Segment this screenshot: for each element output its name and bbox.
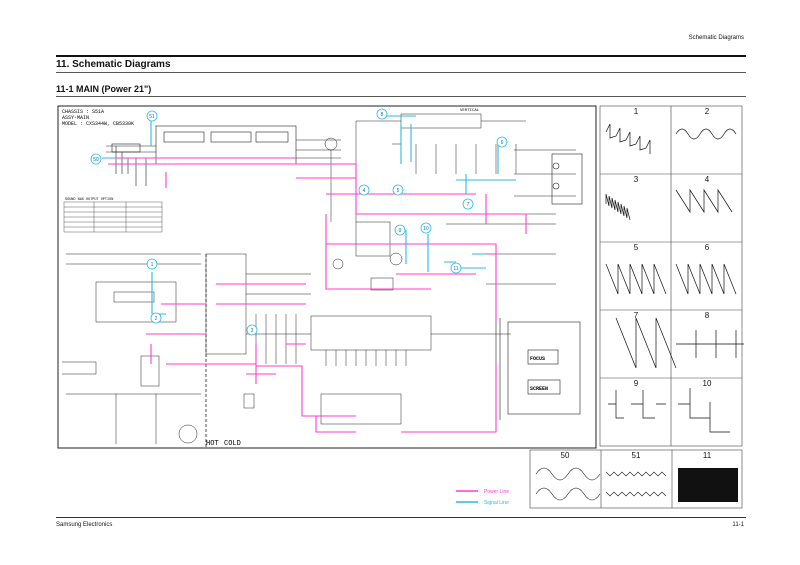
- model-line-3: MODEL : CXS344W, CB5330K: [62, 121, 134, 127]
- callout-label-3: 3: [251, 328, 254, 334]
- waveform-label-4: 4: [705, 175, 710, 184]
- callout-label-2: 2: [155, 316, 158, 322]
- callout-label-6: 6: [501, 140, 504, 146]
- callout-label-7: 7: [467, 202, 470, 208]
- callout-label-51: 51: [149, 114, 155, 120]
- power-lines: [108, 157, 527, 433]
- waveform-label-8: 8: [705, 311, 710, 320]
- title-rule: [56, 72, 746, 73]
- waveform-label-10: 10: [703, 379, 712, 388]
- waveform-label-5: 5: [634, 243, 639, 252]
- focus-label: FOCUS: [530, 356, 545, 362]
- waveform-label-3: 3: [634, 175, 639, 184]
- waveform-label-2: 2: [705, 107, 710, 116]
- option-table: [63, 201, 163, 233]
- top-left-ic-block: [106, 125, 341, 186]
- waveform-11-fill: [678, 468, 738, 502]
- model-line-1: CHASSIS : S51A: [62, 109, 104, 115]
- callout-51: [146, 110, 158, 122]
- model-line-2: ASSY-MAIN: [62, 115, 89, 121]
- section-title: 11. Schematic Diagrams: [56, 59, 171, 70]
- callout-1: [146, 258, 158, 270]
- callout-5: [392, 184, 404, 196]
- callout-label-1: 1: [151, 262, 154, 268]
- schematic-diagram: CHASSIS : S51A ASSY-MAIN MODEL : CXS344W…: [57, 105, 744, 509]
- footer-page-number: 11-1: [732, 522, 744, 528]
- waveform-grid: [599, 105, 743, 447]
- hot-label: HOT: [206, 440, 219, 448]
- waveform-label-11: 11: [703, 451, 712, 460]
- waveform-traces: [605, 123, 744, 433]
- footer-company: Samsung Electronics: [56, 522, 113, 528]
- callout-3: [246, 324, 258, 336]
- callout-9: [394, 224, 406, 236]
- callout-7: [462, 198, 474, 210]
- callout-2: [150, 312, 162, 324]
- screen-label: SCREEN: [530, 386, 548, 392]
- waveform-label-7: 7: [634, 311, 639, 320]
- waveform-label-9: 9: [634, 379, 639, 388]
- legend-signal-label: Signal Line: [484, 500, 509, 506]
- running-header: Schematic Diagrams: [688, 35, 744, 41]
- callout-11: [450, 262, 462, 274]
- subsection-rule: [56, 96, 746, 97]
- callout-label-10: 10: [423, 226, 429, 232]
- callouts: [90, 108, 508, 336]
- option-table-title: SOUND NAX OUTPUT OPTION: [65, 198, 113, 202]
- subsection-title: 11-1 MAIN (Power 21"): [56, 84, 152, 94]
- legend-power-label: Power Line: [484, 489, 509, 495]
- callout-10: [420, 222, 432, 234]
- callout-4: [358, 184, 370, 196]
- callout-label-50: 50: [93, 157, 99, 163]
- vertical-label: VERTICAL: [460, 109, 480, 113]
- schematic-frame: [57, 105, 597, 449]
- waveform-label-51: 51: [632, 451, 641, 460]
- callout-6: [496, 136, 508, 148]
- callout-label-11: 11: [453, 266, 458, 272]
- callout-label-9: 9: [399, 228, 402, 234]
- callout-label-4: 4: [363, 188, 366, 194]
- waveform-bottom-traces: [535, 467, 667, 501]
- cold-label: COLD: [224, 440, 241, 448]
- waveform-label-1: 1: [634, 107, 639, 116]
- callout-8: [376, 108, 388, 120]
- callout-50: [90, 153, 102, 165]
- waveform-label-50: 50: [561, 451, 570, 460]
- bottom-rule: [56, 517, 746, 518]
- callout-label-5: 5: [397, 188, 400, 194]
- top-rule: [56, 55, 746, 57]
- waveform-label-6: 6: [705, 243, 710, 252]
- callout-label-8: 8: [381, 112, 384, 118]
